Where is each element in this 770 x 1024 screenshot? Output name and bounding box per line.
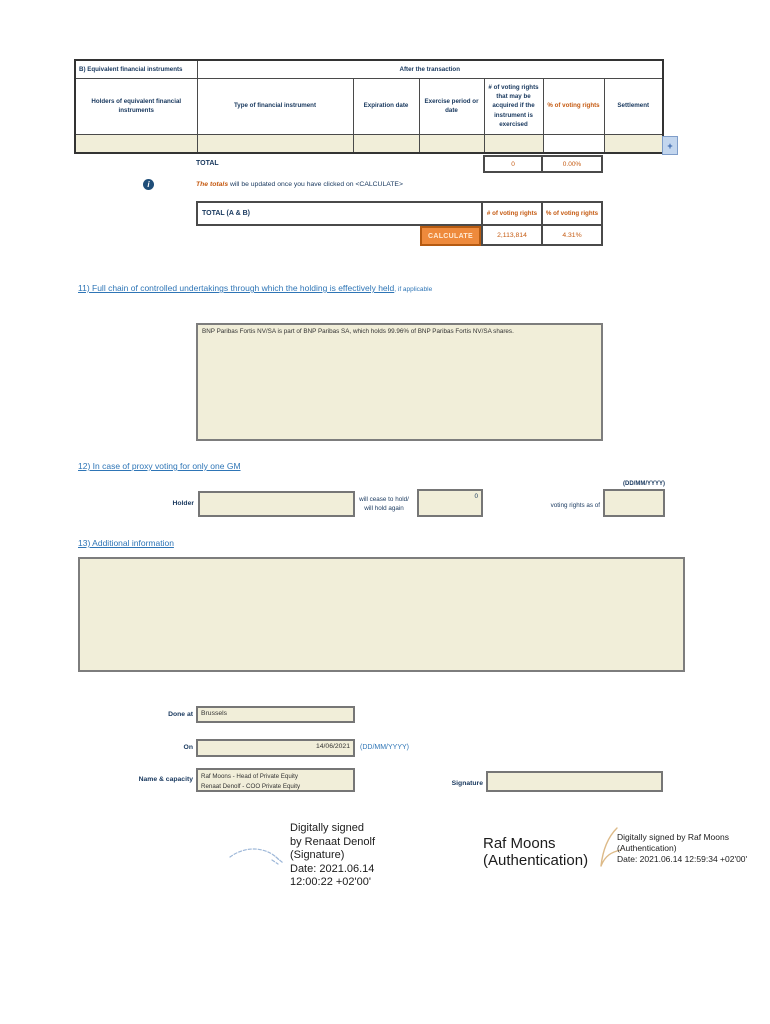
expiration-input-cell[interactable] (352, 133, 420, 154)
voting-count-input-cell[interactable] (483, 133, 544, 154)
total-label: TOTAL (196, 160, 219, 167)
section-13-title: 13) Additional information (78, 538, 174, 548)
settlement-input-cell[interactable] (603, 133, 664, 154)
chain-of-undertakings-textarea[interactable]: BNP Paribas Fortis NV/SA is part of BNP … (196, 323, 603, 441)
signature-label: Signature (451, 780, 483, 787)
signature-paraph-icon (600, 827, 622, 867)
on-label: On (183, 744, 193, 751)
total-voting-pct-value: 0.00% (541, 155, 603, 173)
col-expiration: Expiration date (352, 77, 420, 135)
renaat-signature-text: Digitally signed by Renaat Denolf (Signa… (290, 822, 375, 888)
info-note-rest: will be updated once you have clicked on… (228, 181, 403, 188)
after-transaction-header: After the transaction (196, 59, 664, 79)
info-note-lead: The totals (196, 181, 229, 188)
col-settlement: Settlement (603, 77, 664, 135)
col-exercise-period: Exercise period or date (418, 77, 485, 135)
total-ab-col-votes: # of voting rights (481, 201, 543, 226)
raf-signature-name: Raf Moons (Authentication) (483, 835, 589, 869)
info-note: The totals will be updated once you have… (196, 181, 403, 188)
col-voting-rights-count: # of voting rights that may be acquired … (483, 77, 544, 135)
voting-pct-cell (542, 133, 605, 154)
info-icon: i (143, 179, 154, 190)
signature-scribble-icon (229, 848, 284, 865)
signature-input[interactable] (486, 771, 663, 792)
section-12-title: 12) In case of proxy voting for only one… (78, 461, 241, 471)
section-11-heading: 11) Full chain of controlled undertaking… (78, 283, 432, 293)
additional-information-textarea[interactable] (78, 557, 685, 672)
col-holders: Holders of equivalent financial instrume… (74, 77, 198, 135)
holder-input[interactable] (198, 491, 355, 517)
done-at-label: Done at (168, 711, 193, 718)
voting-rights-as-of-label: voting rights as of (550, 502, 600, 509)
section-11-title: 11) Full chain of controlled undertaking… (78, 283, 395, 293)
cease-hold-label: will cease to hold/will hold again (359, 496, 409, 513)
total-ab-col-pct: % of voting rights (541, 201, 603, 226)
total-ab-label: TOTAL (A & B) (196, 201, 483, 226)
total-ab-pct-value: 4.31% (541, 224, 603, 246)
section-13-heading: 13) Additional information (78, 538, 174, 548)
type-input-cell[interactable] (196, 133, 354, 154)
add-row-button[interactable]: + (662, 136, 678, 155)
section-12-heading: 12) In case of proxy voting for only one… (78, 461, 241, 471)
section-b-label: B) Equivalent financial instruments (74, 59, 198, 79)
col-type: Type of financial instrument (196, 77, 354, 135)
name-capacity-line1: Raf Moons - Head of Private Equity (201, 773, 298, 780)
equivalent-instruments-table: B) Equivalent financial instruments Afte… (74, 59, 664, 154)
table-row (74, 133, 664, 154)
holders-input-cell[interactable] (74, 133, 198, 154)
name-capacity-label: Name & capacity (138, 776, 193, 783)
exercise-input-cell[interactable] (418, 133, 485, 154)
total-voting-rights-value: 0 (483, 155, 543, 173)
on-date-format-hint: (DD/MM/YYYY) (360, 744, 409, 751)
date-format-hint: (DD/MM/YYYY) (623, 481, 665, 487)
voting-date-input[interactable] (603, 489, 665, 517)
done-at-input[interactable]: Brussels (196, 706, 355, 723)
holder-label: Holder (172, 500, 194, 507)
section-11-suffix: , if applicable (394, 286, 433, 293)
on-date-input[interactable]: 14/06/2021 (196, 739, 355, 757)
total-ab-votes-value: 2,113,814 (481, 224, 543, 246)
cease-hold-input[interactable]: 0 (417, 489, 483, 517)
col-voting-rights-pct: % of voting rights (542, 77, 605, 135)
raf-signature-detail: Digitally signed by Raf Moons (Authentic… (617, 832, 748, 864)
name-capacity-line2: Renaat Denolf - COO Private Equity (201, 782, 301, 790)
calculate-button[interactable]: CALCULATE (420, 226, 481, 246)
